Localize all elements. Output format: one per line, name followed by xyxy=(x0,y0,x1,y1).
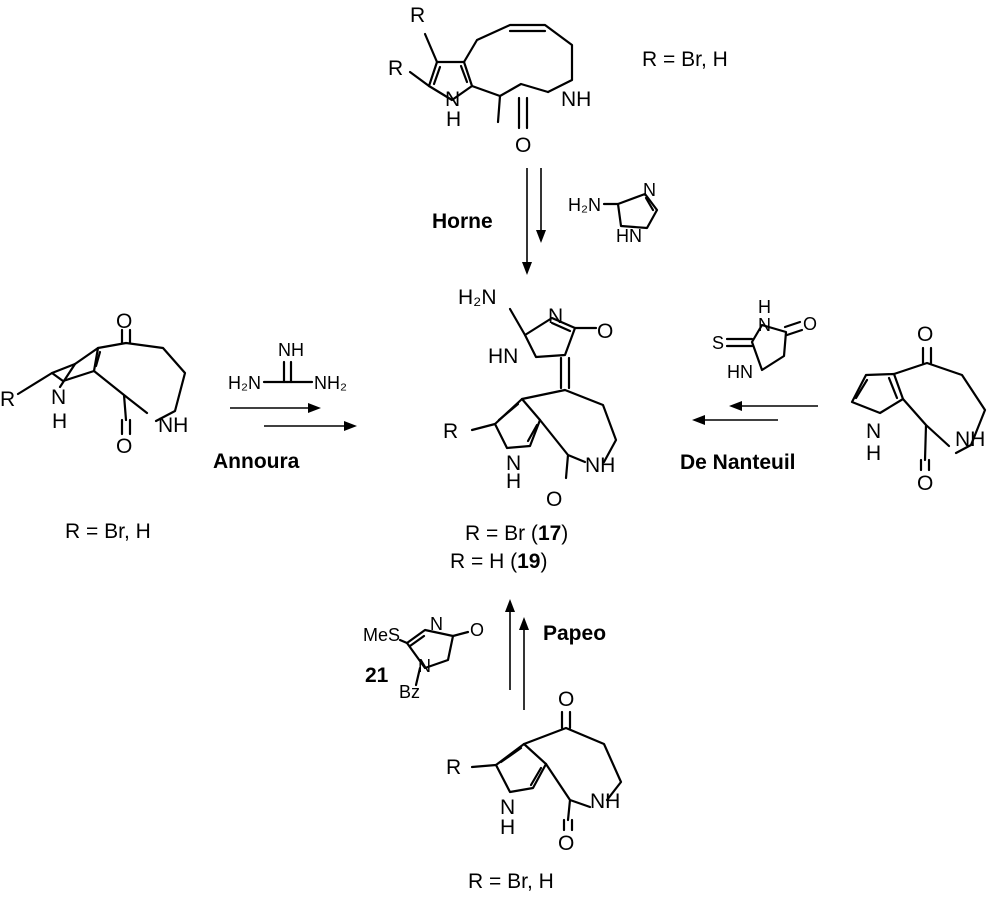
top-substrate: R R N H NH O R = Br, H xyxy=(388,4,728,157)
substituent-r: R xyxy=(388,57,403,80)
substituent-r: R xyxy=(0,388,15,411)
reagent-21-id: 21 xyxy=(365,664,389,687)
lactam-nh: NH xyxy=(955,428,985,451)
imidazolone-nh: HN xyxy=(488,345,518,368)
imidazolone-nitrogen: N xyxy=(548,305,563,328)
lactam-nh: NH xyxy=(590,790,620,813)
thione-sulfur: S xyxy=(712,333,724,353)
pyrrole-hydrogen: H xyxy=(866,442,881,465)
ring-nitrogen: N xyxy=(430,614,443,634)
aminoimidazole-reagent: H₂N N HN xyxy=(568,180,659,246)
carbonyl-oxygen: O xyxy=(597,320,613,343)
nitrogen-hydrogen: H xyxy=(758,297,771,317)
substituent-r: R xyxy=(410,4,425,27)
imidazole-nitrogen: N xyxy=(643,180,656,200)
substituent-r: R xyxy=(446,756,461,779)
carbonyl-oxygen: O xyxy=(917,472,933,495)
pyrrole-nitrogen: N xyxy=(500,796,515,819)
ring-nitrogen: N xyxy=(758,315,771,335)
right-substrate: O N H NH O xyxy=(850,323,987,495)
bottom-substrate: R O N H NH O R = Br, H xyxy=(446,688,623,893)
route-label-annoura: Annoura xyxy=(213,450,300,473)
amino-group: H₂N xyxy=(458,286,496,309)
ring-nitrogen: N xyxy=(418,656,431,676)
carbonyl-oxygen: O xyxy=(116,310,132,333)
carbonyl-oxygen: O xyxy=(546,488,562,511)
amino-group: H₂N xyxy=(228,373,261,393)
product-label-17: R = Br (17) xyxy=(465,522,568,545)
benzoyl-group: Bz xyxy=(399,682,420,702)
substituent-r: R xyxy=(443,420,458,443)
reagent-21: MeS N O N Bz 21 xyxy=(363,614,484,702)
amino-group: H₂N xyxy=(568,195,601,215)
imidazole-nh: HN xyxy=(616,226,642,246)
imine-nh: NH xyxy=(278,340,304,360)
pyrrole-nitrogen: N xyxy=(506,452,521,475)
horne-route: Horne H₂N N HN xyxy=(432,168,659,275)
lactam-nh: NH xyxy=(561,88,591,111)
papeo-route: Papeo MeS N O N Bz 21 xyxy=(363,599,606,710)
left-r-label: R = Br, H xyxy=(65,520,151,543)
carbonyl-oxygen: O xyxy=(116,435,132,458)
annoura-route: NH H₂N NH₂ Annoura xyxy=(213,340,357,473)
left-substrate: R O N H NH O R = Br, H xyxy=(0,310,188,543)
methylthio-group: MeS xyxy=(363,625,400,645)
pyrrole-nitrogen: N xyxy=(866,420,881,443)
thiohydantoin-reagent: S H N HN O xyxy=(712,297,817,382)
route-label-papeo: Papeo xyxy=(543,622,606,645)
route-label-horne: Horne xyxy=(432,210,493,233)
pyrrole-nitrogen: N xyxy=(51,386,66,409)
pyrrole-hydrogen: H xyxy=(500,816,515,839)
central-product: H₂N N O HN R N H NH O R = Br (17) R = H … xyxy=(443,286,618,573)
product-label-19: R = H (19) xyxy=(450,550,547,573)
carbonyl-oxygen: O xyxy=(558,832,574,855)
top-r-label: R = Br, H xyxy=(642,48,728,71)
bottom-r-label: R = Br, H xyxy=(468,870,554,893)
lactam-nh: NH xyxy=(158,414,188,437)
pyrrole-hydrogen: H xyxy=(506,470,521,493)
de-nanteuil-route: S H N HN O De Nanteuil xyxy=(680,297,818,474)
carbonyl-oxygen: O xyxy=(515,134,531,157)
pyrrole-hydrogen: H xyxy=(446,108,461,131)
ring-nh: HN xyxy=(727,362,753,382)
carbonyl-oxygen: O xyxy=(917,323,933,346)
amino-group: NH₂ xyxy=(314,373,347,393)
carbonyl-oxygen: O xyxy=(558,688,574,711)
carbonyl-oxygen: O xyxy=(803,314,817,334)
pyrrole-hydrogen: H xyxy=(52,410,67,433)
guanidine-reagent: NH H₂N NH₂ xyxy=(228,340,347,393)
route-label-de-nanteuil: De Nanteuil xyxy=(680,451,796,474)
pyrrole-nitrogen: N xyxy=(445,88,460,111)
lactam-nh: NH xyxy=(585,454,615,477)
carbonyl-oxygen: O xyxy=(470,620,484,640)
